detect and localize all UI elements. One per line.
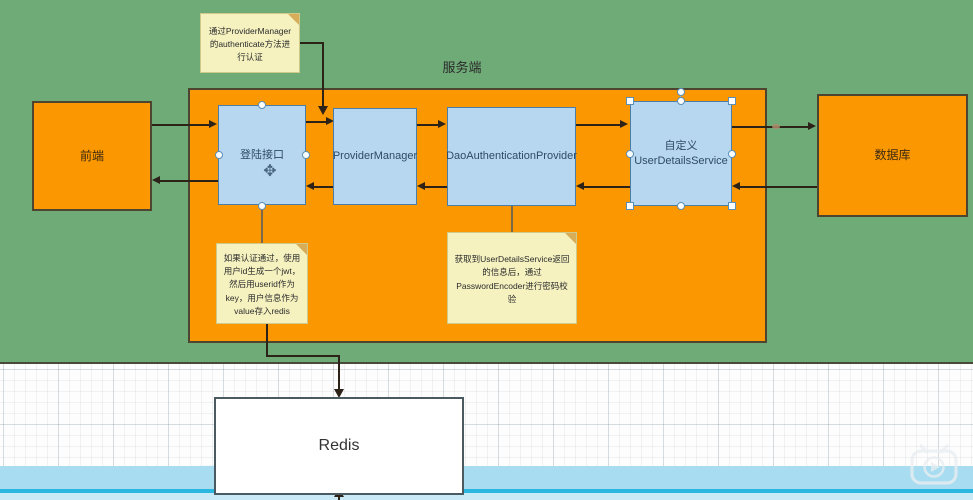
connector-login-to-redis-h [266, 355, 340, 357]
connector-provider-to-dao [417, 124, 440, 126]
box-provider-manager-label: ProviderManager [332, 150, 418, 163]
box-frontend[interactable]: 前端 [32, 101, 152, 211]
arrowhead-login-to-redis [334, 389, 344, 398]
arrowhead-dao-to-provider [417, 182, 425, 190]
connector-uds-to-database [732, 126, 810, 128]
handle-uds-top-right[interactable] [728, 97, 736, 105]
handle-uds-rotate[interactable] [677, 88, 685, 96]
connector-redis-bottom [338, 495, 340, 500]
box-redis[interactable]: Redis [214, 397, 464, 495]
connector-dao-to-provider [425, 186, 448, 188]
handle-login-left[interactable] [215, 151, 223, 159]
handle-uds-middle-left[interactable] [626, 150, 634, 158]
box-user-details-service-line1: 自定义 [664, 139, 698, 152]
connector-uds-to-dao [584, 186, 630, 188]
connector-note-jwt [261, 206, 263, 244]
connector-login-to-frontend [160, 180, 218, 182]
box-dao-authentication-provider[interactable]: DaoAuthenticationProvider [446, 107, 577, 206]
box-login-api[interactable]: 登陆接口 [218, 105, 306, 205]
arrowhead-uds-to-database [808, 122, 816, 130]
connector-login-to-redis-v2 [338, 355, 340, 393]
connector-note-auth-v [322, 42, 324, 110]
note-authenticate[interactable]: 通过ProviderManager的authenticate方法进行认证 [200, 13, 300, 73]
arrowhead-login-to-provider [326, 117, 334, 125]
tv-play-watermark-icon [910, 444, 958, 485]
box-database-label: 数据库 [874, 148, 911, 163]
note-fold-corner-icon [296, 244, 307, 255]
pointer-marker [772, 124, 780, 129]
arrowhead-provider-to-dao [438, 120, 446, 128]
move-cursor-icon: ✥ [263, 163, 277, 180]
box-provider-manager[interactable]: ProviderManager [333, 108, 417, 205]
connector-database-to-uds [740, 186, 818, 188]
handle-uds-bottom-left[interactable] [626, 202, 634, 210]
box-user-details-service[interactable]: 自定义 UserDetailsService [630, 101, 732, 206]
arrowhead-dao-to-uds [620, 120, 628, 128]
connector-provider-to-login [314, 186, 336, 188]
handle-uds-bottom-right[interactable] [728, 202, 736, 210]
note-jwt-redis[interactable]: 如果认证通过，使用用户id生成一个jwt，然后用userid作为key，用户信息… [216, 243, 308, 324]
handle-login-bottom[interactable] [258, 202, 266, 210]
connector-frontend-to-login [152, 124, 210, 126]
handle-login-top[interactable] [258, 101, 266, 109]
handle-uds-middle-right[interactable] [728, 150, 736, 158]
box-user-details-service-line2: UserDetailsService [634, 154, 728, 167]
handle-login-right[interactable] [302, 151, 310, 159]
note-authenticate-text: 通过ProviderManager的authenticate方法进行认证 [208, 25, 292, 63]
connector-login-to-redis-v1 [266, 324, 268, 356]
arrowhead-login-to-frontend [152, 176, 160, 184]
note-password-encoder-text: 获取到UserDetailsService返回的信息后，通过PasswordEn… [454, 254, 570, 304]
server-region-label: 服务端 [442, 60, 482, 75]
handle-uds-bottom-center[interactable] [677, 202, 685, 210]
box-redis-label: Redis [318, 437, 360, 455]
arrowhead-provider-to-login [306, 182, 314, 190]
note-fold-corner-icon [565, 233, 576, 244]
box-dao-authentication-provider-label: DaoAuthenticationProvider [446, 150, 577, 163]
arrowhead-frontend-to-login [209, 120, 217, 128]
note-password-encoder[interactable]: 获取到UserDetailsService返回的信息后，通过PasswordEn… [447, 232, 577, 324]
box-login-api-label: 登陆接口 [240, 148, 284, 161]
connector-note-auth-h [300, 42, 324, 44]
connector-login-to-provider [306, 121, 328, 123]
connector-dao-to-uds [576, 124, 622, 126]
arrowhead-uds-to-dao [576, 182, 584, 190]
green-band-bottom-border [0, 362, 973, 364]
box-database[interactable]: 数据库 [817, 94, 968, 217]
arrowhead-note-auth [318, 106, 328, 115]
handle-uds-top-center[interactable] [677, 97, 685, 105]
note-jwt-redis-text: 如果认证通过，使用用户id生成一个jwt，然后用userid作为key，用户信息… [223, 253, 301, 316]
handle-uds-top-left[interactable] [626, 97, 634, 105]
note-fold-corner-icon [288, 14, 299, 25]
box-frontend-label: 前端 [79, 148, 104, 163]
connector-note-pwd [511, 206, 513, 233]
arrowhead-database-to-uds [732, 182, 740, 190]
water-accent-line [0, 489, 973, 493]
water-bottom-band [0, 493, 973, 500]
